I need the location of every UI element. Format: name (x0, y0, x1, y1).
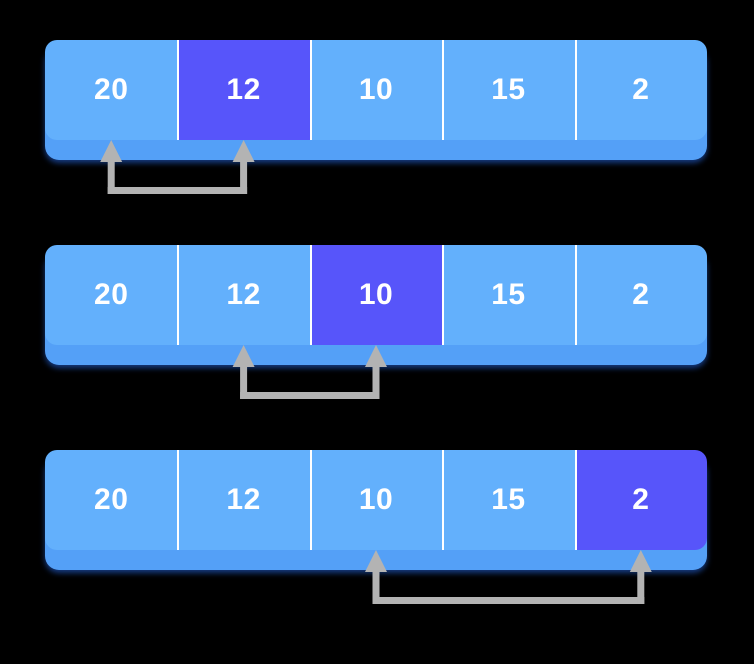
array-cell[interactable]: 12 (177, 450, 310, 550)
array-cell[interactable]: 20 (45, 450, 178, 550)
array-cell[interactable]: 10 (309, 245, 443, 345)
arrow-connector-line (372, 597, 645, 604)
array-cells: 20 12 10 15 2 (45, 450, 707, 550)
arrow-connector-line (240, 392, 380, 399)
array-cell-value: 20 (94, 73, 129, 106)
array-cell-value: 15 (491, 73, 526, 106)
array-step-row: 20 12 10 15 2 (45, 450, 707, 604)
array-cell[interactable]: 10 (309, 450, 443, 550)
array-cell[interactable]: 20 (45, 40, 178, 140)
array-cell[interactable]: 10 (309, 40, 443, 140)
array-cell[interactable]: 2 (574, 245, 707, 345)
array-cell-value: 20 (94, 483, 129, 516)
array-step-row: 20 12 10 15 2 (45, 40, 707, 194)
array-cell[interactable]: 12 (177, 245, 310, 345)
array-cell-value: 2 (632, 278, 650, 311)
array-cells: 20 12 10 15 2 (45, 245, 707, 345)
array-step-row: 20 12 10 15 2 (45, 245, 707, 399)
array-cell[interactable]: 2 (574, 450, 707, 550)
array-cell-value: 15 (491, 483, 526, 516)
array-bar: 20 12 10 15 2 (45, 245, 707, 399)
array-cell-value: 12 (226, 483, 261, 516)
array-cell-value: 12 (226, 73, 261, 106)
array-cell[interactable]: 15 (442, 450, 575, 550)
array-bar: 20 12 10 15 2 (45, 40, 707, 194)
array-cell[interactable]: 2 (574, 40, 707, 140)
array-cell-value: 10 (358, 278, 394, 311)
array-cell-value: 12 (226, 278, 261, 311)
array-cell[interactable]: 20 (45, 245, 178, 345)
array-cell-value: 20 (94, 278, 129, 311)
array-cell-value: 15 (491, 278, 526, 311)
array-cell-value: 10 (358, 483, 394, 516)
array-cell-value: 2 (632, 73, 650, 106)
array-cell-value: 10 (358, 73, 394, 106)
array-bar: 20 12 10 15 2 (45, 450, 707, 604)
array-cell-value: 2 (632, 483, 650, 516)
array-cell[interactable]: 15 (442, 40, 575, 140)
array-cell[interactable]: 12 (177, 40, 310, 140)
array-cells: 20 12 10 15 2 (45, 40, 707, 140)
arrow-connector-line (107, 187, 248, 194)
array-cell[interactable]: 15 (442, 245, 575, 345)
